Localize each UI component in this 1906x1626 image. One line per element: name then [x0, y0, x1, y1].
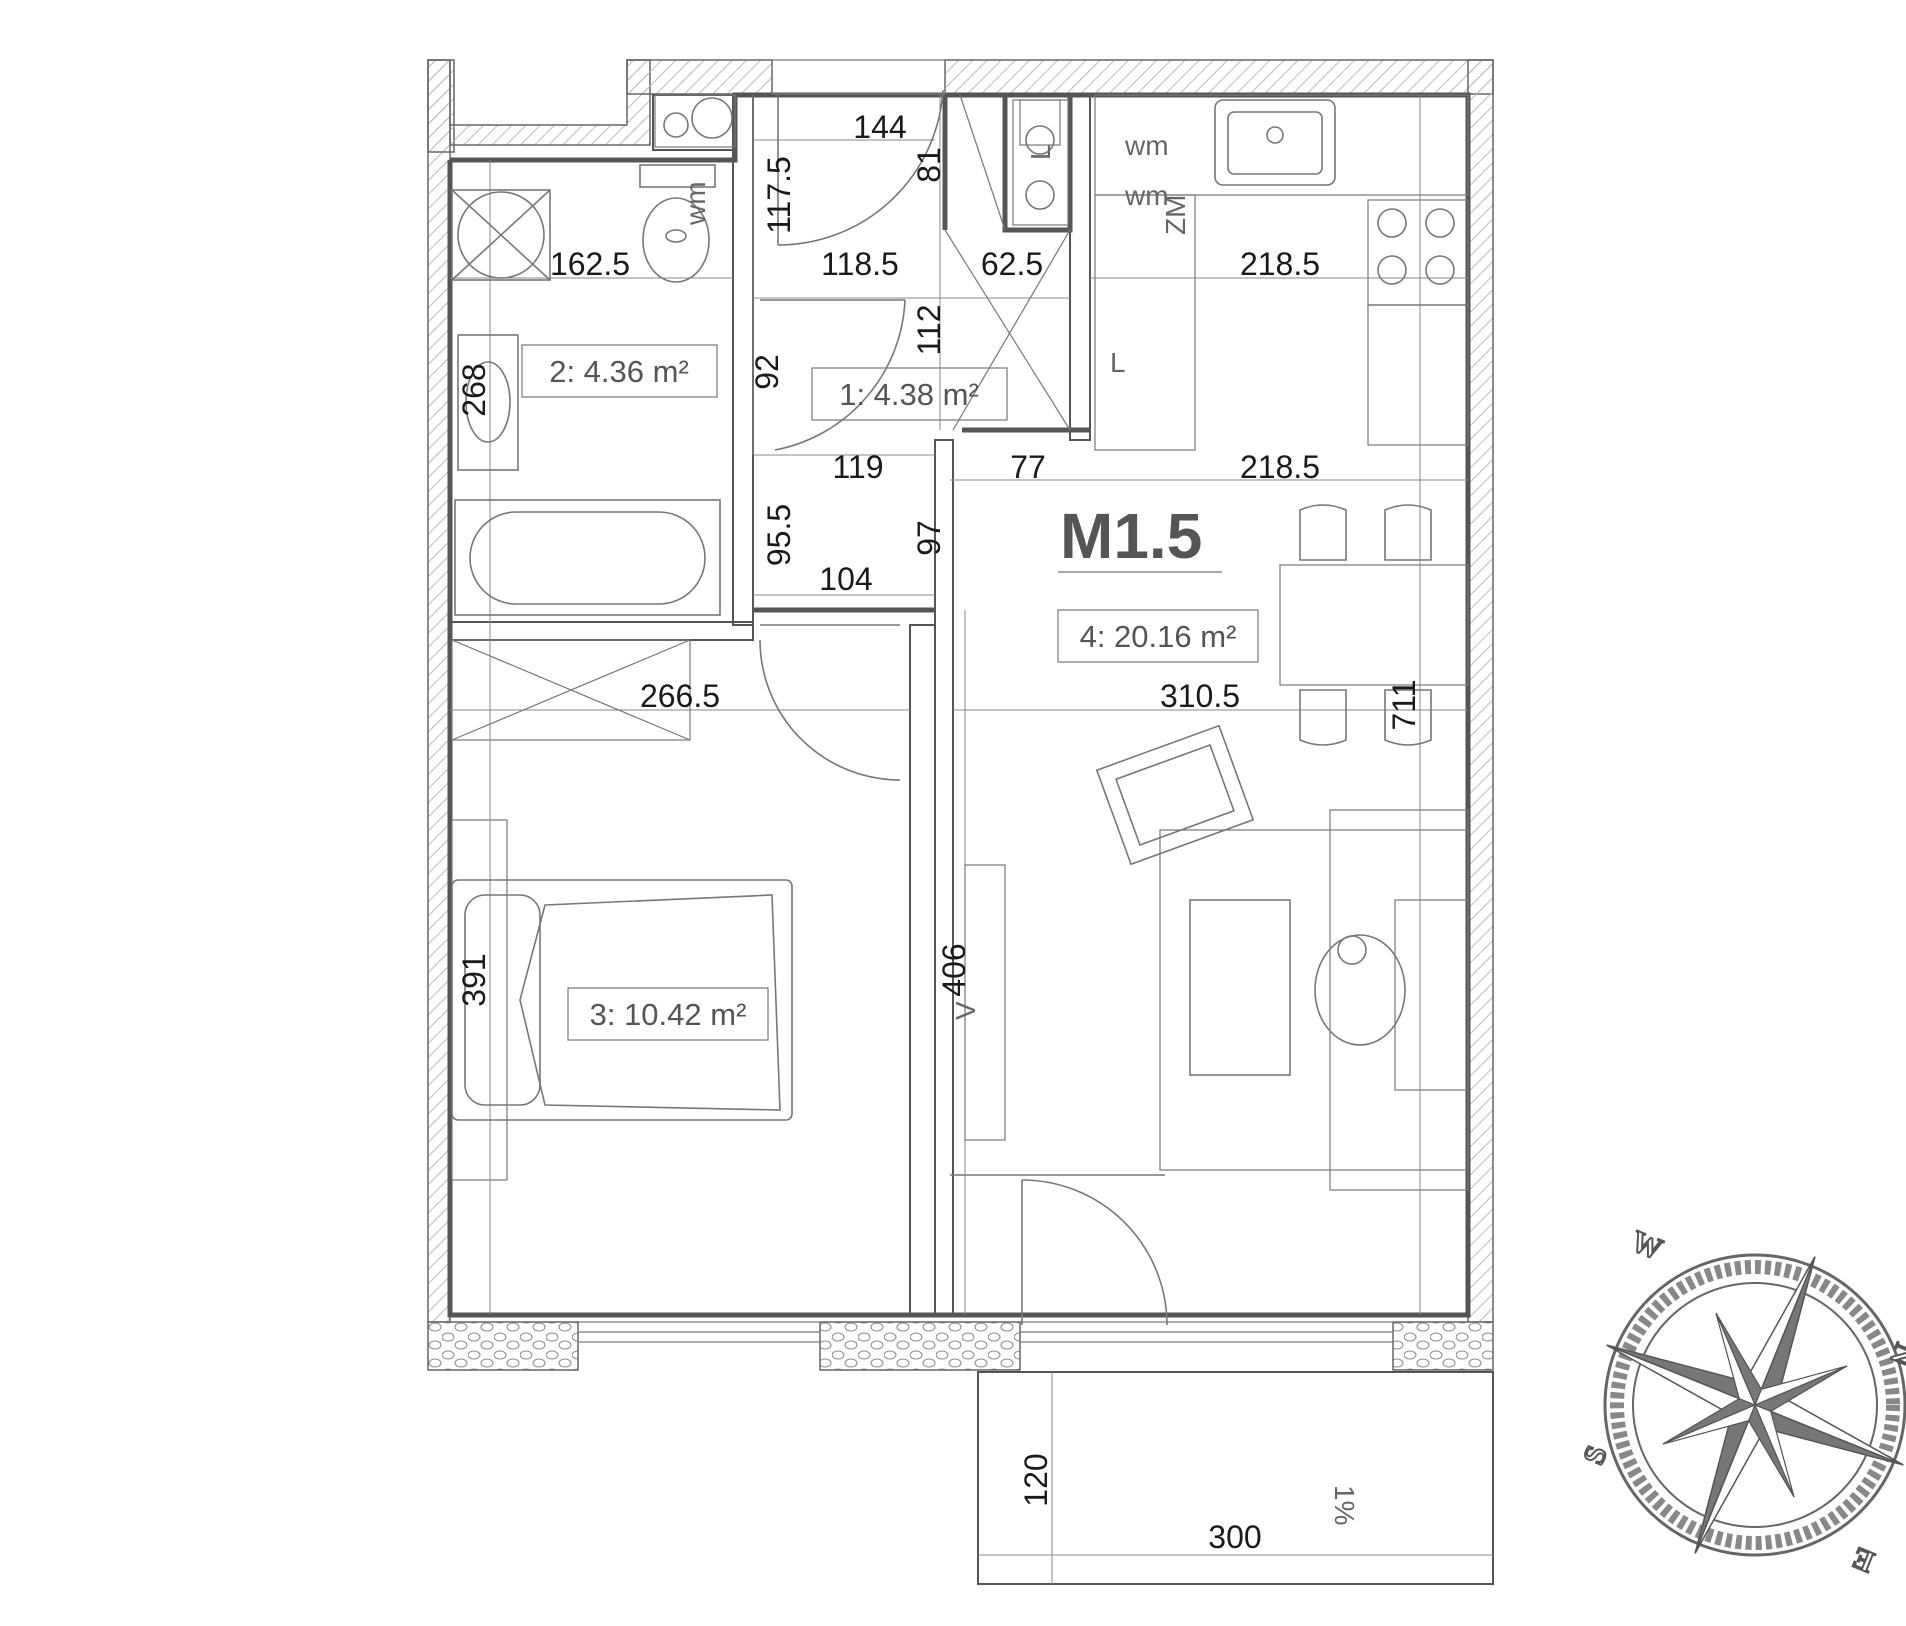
dim-310-5: 310.5 — [1160, 678, 1240, 714]
dim-144: 144 — [853, 109, 906, 145]
dim-81: 81 — [911, 147, 947, 183]
compass-east: E — [1848, 1540, 1879, 1578]
annotation-wm-2: wm — [1124, 180, 1169, 211]
annotation-wm-bath: wm — [680, 181, 711, 226]
bedroom-furniture — [451, 624, 901, 1181]
dim-119: 119 — [832, 449, 883, 485]
annotation-tv: V — [950, 1001, 981, 1020]
annotation-slope: 1% — [1329, 1485, 1360, 1525]
dim-391: 391 — [456, 953, 492, 1006]
dim-120: 120 — [1018, 1453, 1054, 1506]
room-label-hallway: 1: 4.38 m² — [839, 377, 979, 412]
dining-set — [1279, 504, 1469, 746]
outer-walls — [427, 59, 1494, 1371]
dim-406: 406 — [936, 943, 972, 996]
dim-97: 97 — [911, 520, 947, 556]
compass-south: S — [1577, 1441, 1614, 1469]
bathroom-fixtures — [451, 94, 736, 616]
dim-112: 112 — [911, 304, 947, 355]
kitchen-fixtures — [1094, 94, 1469, 451]
room-label-bathroom: 2: 4.36 m² — [549, 354, 689, 389]
dim-711: 711 — [1386, 679, 1422, 730]
dim-92: 92 — [749, 354, 785, 390]
room-labels: 2: 4.36 m² 1: 4.38 m² 3: 10.42 m² 4: 20.… — [521, 344, 1259, 1041]
dim-266-5: 266.5 — [640, 678, 720, 714]
compass-west: W — [1627, 1225, 1667, 1267]
dim-218-5-mid: 218.5 — [1240, 449, 1320, 485]
dim-62-5: 62.5 — [981, 246, 1043, 282]
dim-77: 77 — [1010, 449, 1046, 485]
compass-north: N — [1883, 1339, 1906, 1372]
dim-162-5: 162.5 — [550, 246, 630, 282]
room-label-bedroom: 3: 10.42 m² — [590, 997, 747, 1032]
apartment-title: M1.5 — [1060, 500, 1202, 572]
dim-95-5: 95.5 — [761, 504, 797, 566]
dim-104: 104 — [819, 561, 872, 597]
annotation-l-kitchen: L — [1110, 347, 1126, 378]
dim-118-5: 118.5 — [821, 246, 899, 282]
compass-rose: W N E S — [1576, 1224, 1906, 1580]
dim-268: 268 — [456, 363, 492, 416]
dim-117-5: 117.5 — [761, 156, 797, 234]
windows — [577, 59, 1394, 1343]
annotation-zm: ZM — [1160, 195, 1191, 235]
annotation-wm-1: wm — [1124, 130, 1169, 161]
annotation-l-hall: L — [1025, 144, 1056, 160]
room-label-living: 4: 20.16 m² — [1080, 619, 1237, 654]
annotations: wm wm wm ZM L L 1% V — [680, 130, 1360, 1525]
dim-218-5-top: 218.5 — [1240, 246, 1320, 282]
hallway-fixtures — [760, 89, 1071, 451]
living-room-furniture — [950, 724, 1469, 1326]
dimension-labels: 144 81 117.5 162.5 118.5 62.5 218.5 112 … — [456, 109, 1422, 1555]
dim-300: 300 — [1208, 1519, 1261, 1555]
